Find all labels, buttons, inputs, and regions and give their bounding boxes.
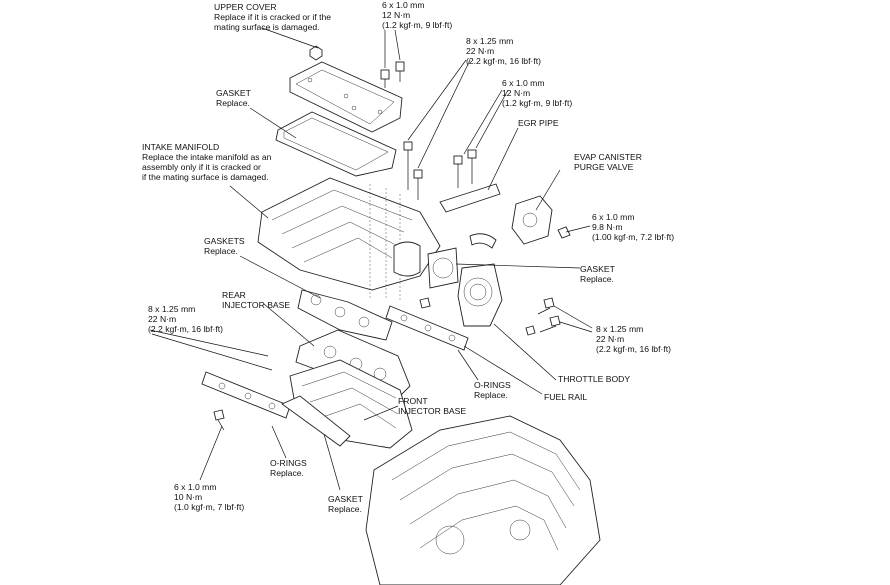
bolt-825-right-line-1: 8 x 1.25 mm [596, 324, 644, 334]
label-evap: EVAP CANISTER PURGE VALVE [574, 152, 642, 172]
intake-manifold-line-3: if the mating surface is damaged. [142, 172, 269, 182]
egr-pipe-part [439, 183, 501, 249]
throttle-gasket [427, 247, 459, 289]
bolt-bottom-line-3: (1.0 kgf·m, 7 lbf·ft) [174, 502, 245, 512]
label-gaskets: GASKETS Replace. [204, 236, 245, 256]
front-injector-base-line-1: INJECTOR BASE [398, 406, 467, 416]
upper-cover-line-1: Replace if it is cracked or if the [214, 12, 332, 22]
throttle-bolts [525, 297, 561, 336]
throttle-body-part [457, 263, 503, 327]
label-upper-cover: UPPER COVER Replace if it is cracked or … [214, 2, 331, 32]
upper-cover-title: UPPER COVER [214, 2, 277, 12]
bolt-825-left-line-3: (2.2 kgf·m, 16 lbf·ft) [148, 324, 223, 334]
bottom-gasket [281, 395, 351, 447]
bolt-top-line-3: (1.2 kgf·m, 9 lbf·ft) [382, 20, 453, 30]
leader-lines [149, 27, 593, 491]
upper-cover [289, 45, 403, 133]
label-fuel-rail: FUEL RAIL [544, 392, 587, 402]
long-bolts [403, 141, 423, 200]
bolt-evap-line-1: 6 x 1.0 mm [592, 212, 635, 222]
label-bolt-egr: 6 x 1.0 mm 12 N·m (1.2 kgf·m, 9 lbf·ft) [502, 78, 572, 108]
evap-title: EVAP CANISTER [574, 152, 642, 162]
o-rings-left-title: O-RINGS [270, 458, 307, 468]
bolt-egr-line-3: (1.2 kgf·m, 9 lbf·ft) [502, 98, 573, 108]
label-bolt-top: 6 x 1.0 mm 12 N·m (1.2 kgf·m, 9 lbf·ft) [382, 0, 452, 30]
label-gasket-tb: GASKET Replace. [580, 264, 615, 284]
throttle-body-title: THROTTLE BODY [558, 374, 631, 384]
label-bolt-825-top: 8 x 1.25 mm 22 N·m (2.2 kgf·m, 16 lbf·ft… [466, 36, 541, 66]
bolt-evap-line-3: (1.00 kgf·m, 7.2 lbf·ft) [592, 232, 675, 242]
evap-line-1: PURGE VALVE [574, 162, 634, 172]
o-rings-left-line-1: Replace. [270, 468, 304, 478]
intake-gaskets [297, 289, 393, 341]
fuel-rail-part [385, 297, 469, 351]
label-intake-manifold: INTAKE MANIFOLD Replace the intake manif… [142, 142, 271, 182]
bolt-825-left-line-1: 8 x 1.25 mm [148, 304, 196, 314]
intake-manifold-line-2: assembly only if it is cracked or [142, 162, 261, 172]
bolt-egr-line-2: 12 N·m [502, 88, 531, 98]
gaskets-line-1: Replace. [204, 246, 238, 256]
label-egr-pipe: EGR PIPE [518, 118, 559, 128]
upper-gasket [275, 111, 397, 177]
label-gasket-bottom: GASKET Replace. [328, 494, 363, 514]
bolt-825-right-line-3: (2.2 kgf·m, 16 lbf·ft) [596, 344, 671, 354]
bolt-825-right-line-2: 22 N·m [596, 334, 625, 344]
label-bolt-825-left: 8 x 1.25 mm 22 N·m (2.2 kgf·m, 16 lbf·ft… [148, 304, 223, 334]
gasket-tb-line-1: Replace. [580, 274, 614, 284]
fuel-rail-title: FUEL RAIL [544, 392, 588, 402]
label-o-rings-center: O-RINGS Replace. [474, 380, 511, 400]
label-throttle-body: THROTTLE BODY [558, 374, 630, 384]
gasket-tb-title: GASKET [580, 264, 615, 274]
bolt-825-left-line-2: 22 N·m [148, 314, 177, 324]
rear-injector-base-line-1: INJECTOR BASE [222, 300, 291, 310]
bolt-top-line-1: 6 x 1.0 mm [382, 0, 425, 10]
egr-pipe-title: EGR PIPE [518, 118, 559, 128]
gasket-top-line-1: Replace. [216, 98, 250, 108]
intake-manifold-line-1: Replace the intake manifold as an [142, 152, 272, 162]
label-front-injector-base: FRONT INJECTOR BASE [398, 396, 466, 416]
o-rings-center-line-1: Replace. [474, 390, 508, 400]
rear-injector-base-title: REAR [222, 290, 246, 300]
front-injector-base-part [289, 359, 413, 449]
left-fuel-rail [201, 371, 291, 431]
bolt-825-top-line-1: 8 x 1.25 mm [466, 36, 514, 46]
upper-cover-bolts [380, 61, 405, 88]
label-rear-injector-base: REAR INJECTOR BASE [222, 290, 290, 310]
label-o-rings-left: O-RINGS Replace. [270, 458, 307, 478]
label-bolt-bottom: 6 x 1.0 mm 10 N·m (1.0 kgf·m, 7 lbf·ft) [174, 482, 244, 512]
gasket-bottom-title: GASKET [328, 494, 363, 504]
bolt-egr-line-1: 6 x 1.0 mm [502, 78, 545, 88]
upper-cover-line-2: mating surface is damaged. [214, 22, 320, 32]
intake-manifold-title: INTAKE MANIFOLD [142, 142, 220, 152]
gasket-top-title: GASKET [216, 88, 251, 98]
bolt-evap-line-2: 9.8 N·m [592, 222, 623, 232]
bolt-825-top-line-3: (2.2 kgf·m, 16 lbf·ft) [466, 56, 541, 66]
gaskets-title: GASKETS [204, 236, 245, 246]
evap-purge-valve [511, 195, 571, 245]
gasket-bottom-line-1: Replace. [328, 504, 362, 514]
engine-block [365, 415, 601, 585]
bolt-bottom-line-2: 10 N·m [174, 492, 203, 502]
intake-manifold-part [257, 177, 441, 300]
egr-bolts [453, 149, 477, 188]
label-bolt-825-right: 8 x 1.25 mm 22 N·m (2.2 kgf·m, 16 lbf·ft… [596, 324, 671, 354]
bolt-top-line-2: 12 N·m [382, 10, 411, 20]
label-gasket-top: GASKET Replace. [216, 88, 251, 108]
bolt-825-top-line-2: 22 N·m [466, 46, 495, 56]
front-injector-base-title: FRONT [398, 396, 428, 406]
o-rings-center-title: O-RINGS [474, 380, 511, 390]
bolt-bottom-line-1: 6 x 1.0 mm [174, 482, 217, 492]
label-bolt-evap: 6 x 1.0 mm 9.8 N·m (1.00 kgf·m, 7.2 lbf·… [592, 212, 674, 242]
